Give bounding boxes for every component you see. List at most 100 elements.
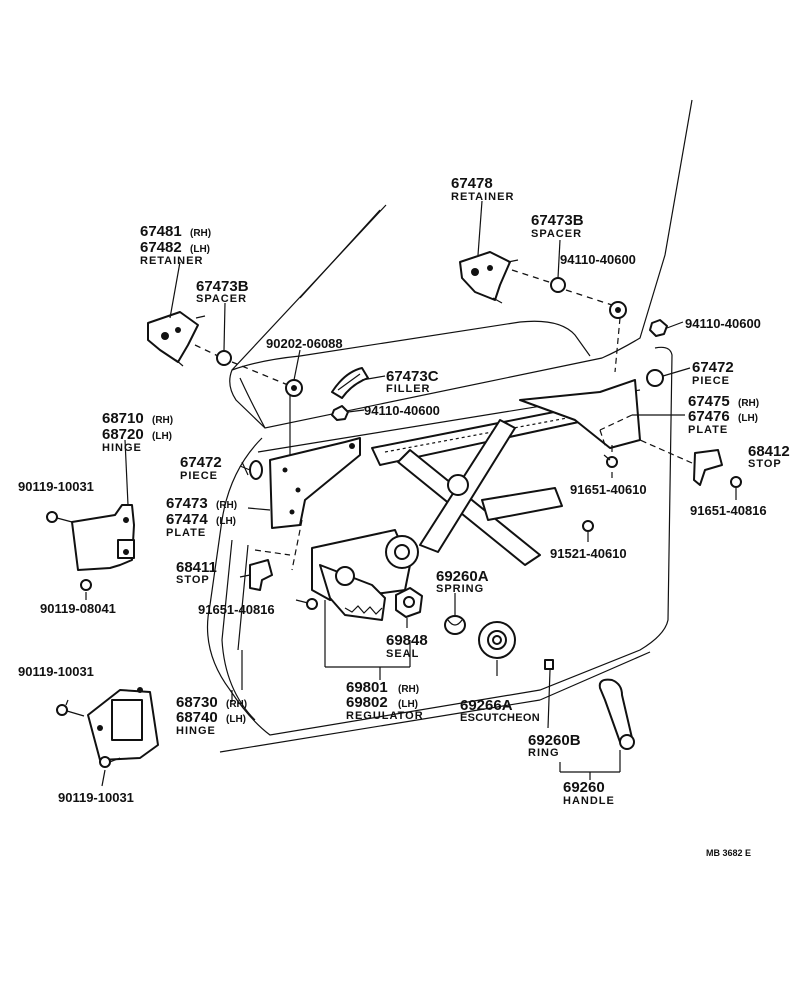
label-68710-side: (RH) [152, 415, 173, 426]
leader-lines [65, 200, 737, 787]
label-67475: 67475 [688, 393, 730, 410]
label-67474-name: PLATE [166, 527, 206, 539]
spring [444, 615, 466, 635]
bolt-hinge-lower-a [56, 704, 85, 717]
label-69848-name: SEAL [386, 648, 419, 660]
label-67473c-name: FILLER [386, 383, 431, 395]
label-90119-10031-top: 90119-10031 [18, 479, 94, 494]
label-67482: 67482 [140, 239, 182, 256]
label-69802-side: (LH) [398, 699, 418, 710]
label-91651-40610: 91651-40610 [570, 482, 647, 497]
retainer-left [147, 311, 219, 367]
label-67481-name: RETAINER [140, 255, 203, 267]
reference-code: MB 3682 E [706, 848, 751, 858]
label-68740-name: HINGE [176, 725, 216, 737]
bolt-hinge-lower-b [99, 756, 121, 768]
label-69260a-name: SPRING [436, 583, 484, 595]
label-68720-side: (LH) [152, 431, 172, 442]
label-69260: 69260 [563, 779, 605, 796]
label-67481-side: (RH) [190, 228, 211, 239]
door-glass [229, 99, 693, 429]
stop-right [693, 449, 723, 486]
regulator-gearbox [311, 529, 419, 621]
bolt-plate-right [603, 454, 618, 468]
nut-right [649, 319, 668, 337]
label-67476-side: (LH) [738, 413, 758, 424]
label-67481: 67481 [140, 223, 182, 240]
label-94110-right: 94110-40600 [685, 316, 761, 331]
label-67478: 67478 [451, 175, 493, 192]
stop-left [249, 559, 273, 591]
label-68730: 68730 [176, 694, 218, 711]
label-69802-name: REGULATOR [346, 710, 424, 722]
label-68411-name: STOP [176, 574, 210, 586]
label-67475-side: (RH) [738, 398, 759, 409]
bolt-stop-right [730, 476, 742, 488]
piece-right [646, 369, 664, 387]
label-67474: 67474 [166, 511, 208, 528]
bolt-hinge-upper [46, 511, 73, 523]
bolt-91521 [582, 520, 594, 532]
label-67473b-left-name: SPACER [196, 293, 247, 305]
label-68730-side: (RH) [226, 699, 247, 710]
label-69802: 69802 [346, 694, 388, 711]
label-94110-top: 94110-40600 [560, 252, 636, 267]
label-67472-left-name: PIECE [180, 470, 218, 482]
label-67478-name: RETAINER [451, 191, 514, 203]
hinge-lower [87, 687, 159, 761]
label-69801-side: (RH) [398, 684, 419, 695]
label-68710-name: HINGE [102, 442, 142, 454]
bolt-hinge-upper-lower [80, 579, 92, 591]
nut-center [331, 405, 349, 421]
labels: 67481 (RH) 67482 (LH) RETAINER 67473B SP… [18, 175, 790, 858]
label-90119-08041: 90119-08041 [40, 601, 116, 616]
label-68720: 68720 [102, 426, 144, 443]
label-90202: 90202-06088 [266, 336, 343, 351]
label-91521: 91521-40610 [550, 546, 627, 561]
label-69266a: 69266A [460, 697, 513, 714]
label-67472-right: 67472 [692, 359, 734, 376]
label-69260-name: HANDLE [563, 795, 615, 807]
plate-left [269, 437, 361, 529]
label-68710: 68710 [102, 410, 144, 427]
hinge-upper [71, 504, 135, 571]
retainer-right [459, 251, 553, 304]
label-67473-side: (RH) [216, 500, 237, 511]
label-67474-side: (LH) [216, 516, 236, 527]
label-94110-center: 94110-40600 [364, 403, 440, 418]
spacer-right [550, 277, 627, 319]
bolt-stop-left [295, 598, 318, 610]
label-68412: 68412 [748, 443, 790, 460]
label-90119-10031-mid: 90119-10031 [18, 664, 94, 679]
label-90119-10031-bottom: 90119-10031 [58, 790, 134, 805]
label-69266a-name: ESCUTCHEON [460, 712, 540, 724]
spacer-left [216, 350, 289, 386]
label-69801: 69801 [346, 679, 388, 696]
label-67473b-left: 67473B [196, 278, 249, 295]
label-69260b: 69260B [528, 732, 581, 749]
label-68411: 68411 [176, 559, 217, 576]
label-68740-side: (LH) [226, 714, 246, 725]
label-91651-40816-right: 91651-40816 [690, 503, 767, 518]
seal [395, 587, 423, 618]
label-67472-right-name: PIECE [692, 375, 730, 387]
regulator-rail [371, 379, 641, 566]
label-68740: 68740 [176, 709, 218, 726]
label-67476-name: PLATE [688, 424, 728, 436]
label-91651-40816-left: 91651-40816 [198, 602, 275, 617]
piece-left [249, 460, 263, 480]
label-67476: 67476 [688, 408, 730, 425]
handle [598, 678, 635, 750]
escutcheon [478, 621, 516, 659]
label-68412-name: STOP [748, 458, 782, 470]
label-67473c: 67473C [386, 368, 439, 385]
label-69848: 69848 [386, 632, 428, 649]
label-69260b-name: RING [528, 747, 560, 759]
label-67472-left: 67472 [180, 454, 222, 471]
label-69260a: 69260A [436, 568, 489, 585]
label-67473b-right: 67473B [531, 212, 584, 229]
label-67473: 67473 [166, 495, 208, 512]
label-67473b-right-name: SPACER [531, 228, 582, 240]
filler [331, 367, 369, 399]
